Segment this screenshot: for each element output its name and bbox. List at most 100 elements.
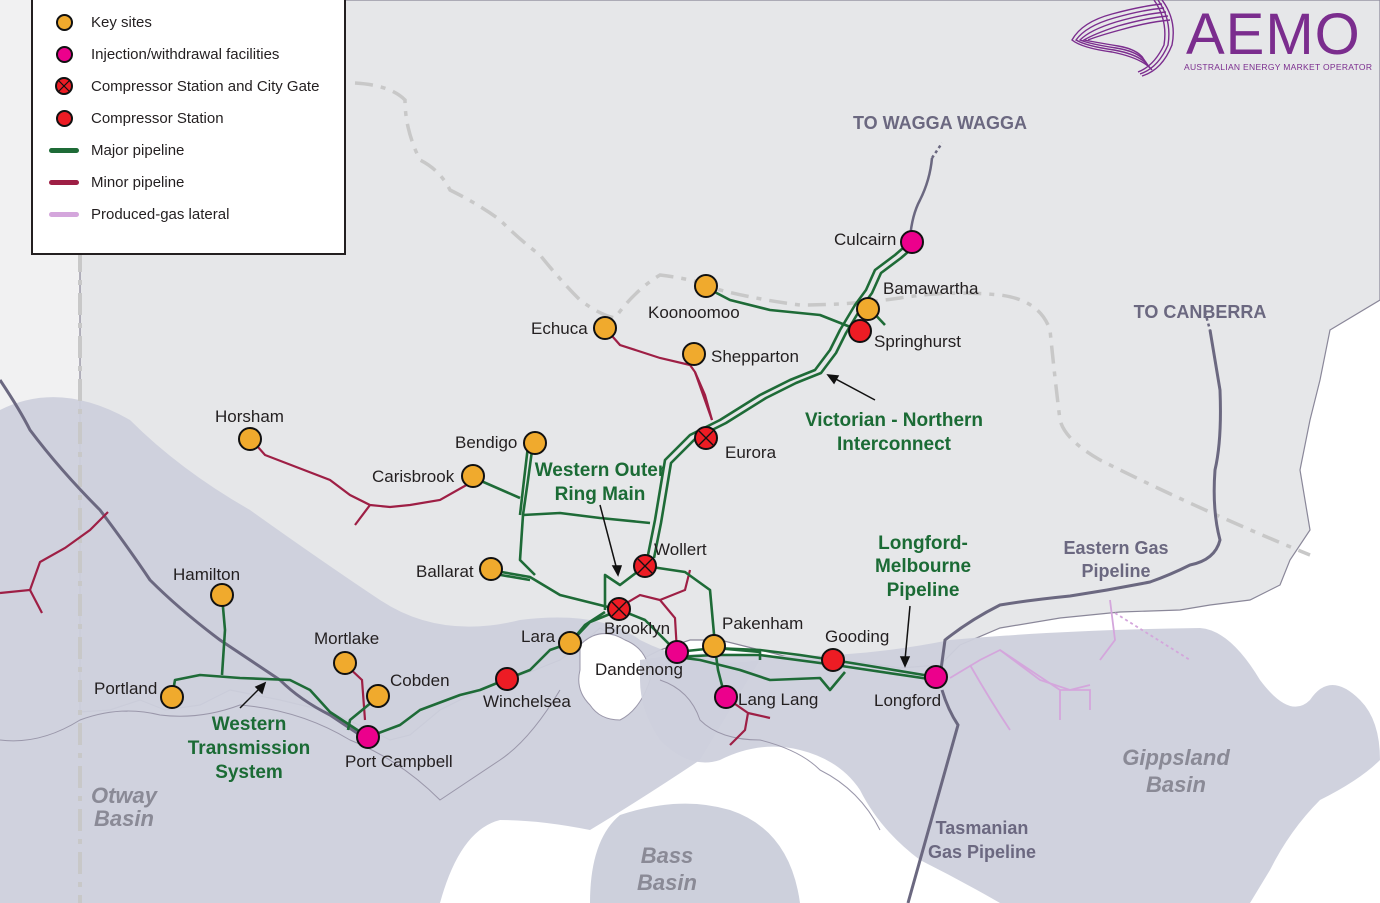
marker-lang-lang[interactable] — [714, 685, 738, 709]
label-culcairn: Culcairn — [834, 230, 896, 249]
legend-item-key-sites: Key sites — [47, 10, 152, 34]
bass-basin — [590, 803, 800, 903]
legend-label: Key sites — [91, 13, 152, 31]
label-otway-2: Basin — [94, 806, 154, 831]
marker-carisbrook[interactable] — [461, 464, 485, 488]
marker-bamawartha[interactable] — [856, 297, 880, 321]
legend-item-compressor-city-gate: Compressor Station and City Gate — [47, 74, 319, 98]
legend-item-produced-gas: Produced-gas lateral — [47, 202, 229, 226]
label-otway-1: Otway — [91, 783, 159, 808]
minor-pipeline-icon — [49, 179, 79, 185]
site-markers — [160, 230, 948, 749]
minor-pipelines — [0, 327, 771, 746]
injection-facility-icon — [55, 45, 73, 63]
label-worm-1: Western Outer — [535, 460, 666, 481]
aemo-swoosh-icon — [1071, 0, 1174, 77]
legend-label: Compressor Station — [91, 109, 224, 127]
label-bendigo: Bendigo — [455, 433, 517, 452]
label-port-campbell: Port Campbell — [345, 752, 453, 771]
label-gippsland-1: Gippsland — [1122, 745, 1230, 770]
label-gooding: Gooding — [825, 627, 889, 646]
pipeline-to-wagga — [908, 157, 934, 239]
label-cobden: Cobden — [390, 671, 450, 690]
marker-brooklyn[interactable] — [607, 597, 631, 621]
label-carisbrook: Carisbrook — [372, 467, 455, 486]
marker-portland[interactable] — [160, 685, 184, 709]
label-winchelsea: Winchelsea — [483, 692, 571, 711]
marker-cobden[interactable] — [366, 684, 390, 708]
marker-koonoomoo[interactable] — [694, 274, 718, 298]
legend-item-major-pipeline: Major pipeline — [47, 138, 184, 162]
label-brooklyn: Brooklyn — [604, 619, 670, 638]
marker-ballarat[interactable] — [479, 557, 503, 581]
legend-label: Injection/withdrawal facilities — [91, 45, 280, 63]
label-gippsland-2: Basin — [1146, 772, 1206, 797]
produced-gas-lateral-icon — [49, 211, 79, 217]
legend-label: Produced-gas lateral — [91, 205, 230, 223]
label-vni-1: Victorian - Northern — [805, 410, 983, 431]
gippsland-basin — [640, 628, 1380, 903]
marker-dandenong[interactable] — [665, 640, 689, 664]
label-pakenham: Pakenham — [722, 614, 803, 633]
marker-pakenham[interactable] — [702, 634, 726, 658]
marker-wollert[interactable] — [633, 554, 657, 578]
marker-springhurst[interactable] — [848, 319, 872, 343]
label-portland: Portland — [94, 679, 157, 698]
marker-echuca[interactable] — [593, 316, 617, 340]
label-hamilton: Hamilton — [173, 565, 240, 584]
label-echuca: Echuca — [531, 319, 588, 338]
label-longford: Longford — [874, 691, 941, 710]
eastern-gas-pipeline — [938, 329, 1222, 678]
compressor-city-gate-icon — [55, 77, 73, 95]
label-ballarat: Ballarat — [416, 562, 474, 581]
state-border-murray — [354, 81, 1311, 557]
major-pipeline-icon — [49, 147, 79, 153]
marker-hamilton[interactable] — [210, 583, 234, 607]
marker-lara[interactable] — [558, 631, 582, 655]
marker-port-campbell[interactable] — [356, 725, 380, 749]
tasmanian-gas-pipeline — [906, 689, 960, 903]
label-shepparton: Shepparton — [711, 347, 799, 366]
site-labels: Culcairn Bamawartha Koonoomoo Echuca Spr… — [94, 230, 979, 771]
marker-longford[interactable] — [924, 665, 948, 689]
legend-item-compressor: Compressor Station — [47, 106, 224, 130]
label-lang-lang: Lang Lang — [738, 690, 818, 709]
marker-winchelsea[interactable] — [495, 667, 519, 691]
label-lmp-3: Pipeline — [887, 580, 960, 601]
marker-shepparton[interactable] — [682, 342, 706, 366]
label-lmp-2: Melbourne — [875, 556, 971, 577]
label-vni-2: Interconnect — [837, 434, 952, 455]
marker-eurora[interactable] — [694, 426, 718, 450]
marker-culcairn[interactable] — [900, 230, 924, 254]
label-koonoomoo: Koonoomoo — [648, 303, 740, 322]
key-site-icon — [55, 13, 73, 31]
marker-bendigo[interactable] — [523, 431, 547, 455]
label-to-wagga: TO WAGGA WAGGA — [853, 113, 1027, 133]
label-springhurst: Springhurst — [874, 332, 961, 351]
label-wollert: Wollert — [654, 540, 707, 559]
aemo-wordmark: AEMO — [1186, 2, 1361, 67]
label-worm-2: Ring Main — [555, 484, 646, 505]
aemo-subtitle: AUSTRALIAN ENERGY MARKET OPERATOR — [1184, 62, 1373, 72]
label-dandenong: Dandenong — [595, 660, 683, 679]
annotation-arrows — [239, 374, 911, 709]
label-egp-2: Pipeline — [1081, 561, 1150, 581]
label-wts-3: System — [215, 762, 283, 783]
coastline — [0, 689, 561, 801]
marker-horsham[interactable] — [238, 427, 262, 451]
label-tgp-2: Gas Pipeline — [928, 842, 1036, 862]
produced-gas-laterals — [949, 599, 1191, 731]
label-bass-1: Bass — [641, 843, 694, 868]
major-pipelines — [170, 241, 937, 739]
port-phillip-bay — [578, 633, 651, 721]
label-egp-1: Eastern Gas — [1063, 538, 1168, 558]
marker-gooding[interactable] — [821, 648, 845, 672]
marker-mortlake[interactable] — [333, 651, 357, 675]
label-eurora: Eurora — [725, 443, 777, 462]
label-bamawartha: Bamawartha — [883, 279, 979, 298]
basin-labels: Otway Basin Bass Basin Gippsland Basin — [91, 745, 1230, 895]
label-wts-2: Transmission — [188, 738, 311, 759]
label-lmp-1: Longford- — [878, 533, 968, 554]
pipeline-labels: Victorian - Northern Interconnect Wester… — [188, 113, 1267, 862]
map-legend: Key sites Injection/withdrawal facilitie… — [31, 0, 346, 255]
